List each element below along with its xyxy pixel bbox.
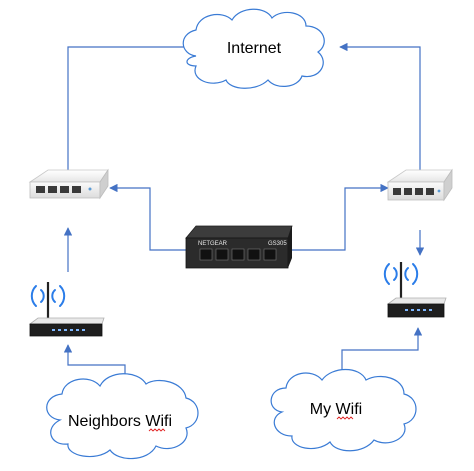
ethernet-port xyxy=(231,248,245,261)
router-status-leds xyxy=(52,329,85,331)
switch-brand: NETGEAR xyxy=(198,241,228,247)
ethernet-port xyxy=(72,186,81,193)
wifi-signal-icon xyxy=(383,263,419,285)
left-wifi-router xyxy=(28,282,105,337)
netgear-switch: NETGEAR GS305 xyxy=(185,225,293,269)
ethernet-port xyxy=(404,188,412,195)
internet-label: Internet xyxy=(227,40,282,57)
connector-switch-right-gateway xyxy=(292,183,389,251)
router-status-leds xyxy=(405,309,432,311)
connector-mywifi-router xyxy=(341,327,423,383)
ethernet-port xyxy=(48,186,57,193)
connectors xyxy=(63,42,425,383)
ethernet-port xyxy=(199,248,213,261)
ethernet-port xyxy=(247,248,261,261)
switch-model: GS305 xyxy=(268,241,287,247)
my-wifi-label: My Wifi xyxy=(310,401,362,418)
neighbors-wifi-label: Neighbors Wifi xyxy=(68,413,172,430)
connector-left-gateway-internet xyxy=(67,42,194,170)
neighbors-wifi-cloud: Neighbors Wifi xyxy=(46,373,199,460)
ethernet-port xyxy=(60,186,69,193)
right-gateway-device xyxy=(386,168,453,202)
ethernet-port xyxy=(215,248,229,261)
ethernet-port xyxy=(263,248,277,261)
ethernet-port xyxy=(36,186,45,193)
my-wifi-cloud: My Wifi xyxy=(270,368,417,452)
wifi-signal-icon xyxy=(30,285,66,307)
internet-cloud: Internet xyxy=(182,8,325,89)
connector-right-gateway-internet xyxy=(339,42,421,170)
ethernet-port xyxy=(393,188,401,195)
spellcheck-squiggle xyxy=(148,428,166,432)
ethernet-port xyxy=(426,188,434,195)
left-gateway-device xyxy=(28,168,109,200)
connector-switch-left-gateway xyxy=(109,183,190,251)
spellcheck-squiggle xyxy=(336,416,354,420)
ethernet-port xyxy=(415,188,423,195)
right-wifi-router xyxy=(383,262,447,318)
